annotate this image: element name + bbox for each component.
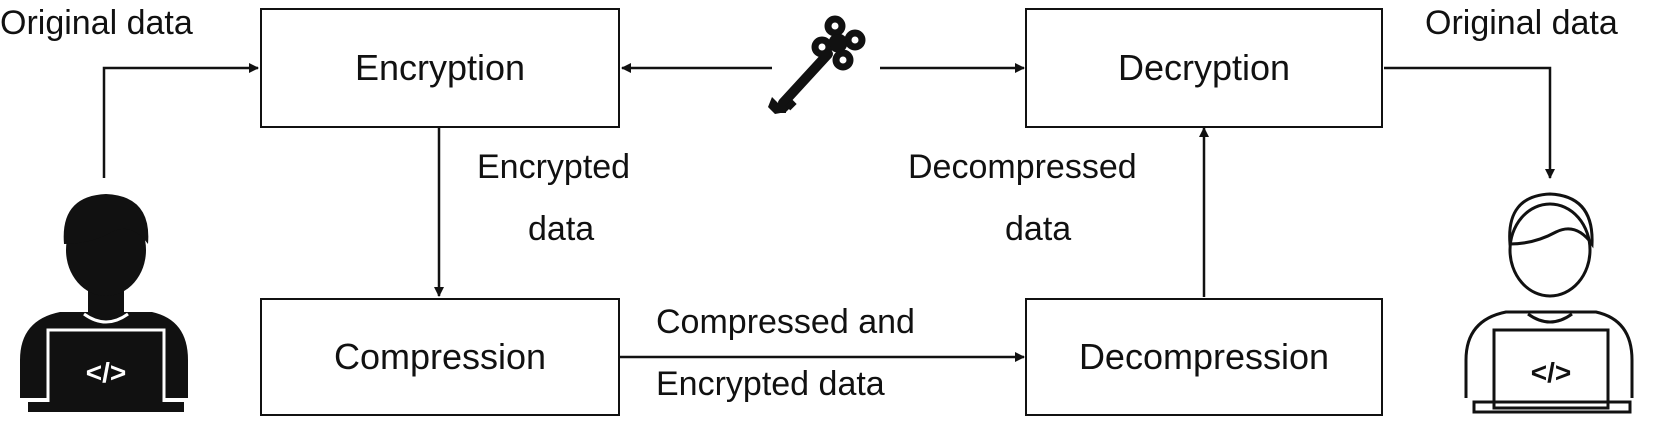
sender-screen-code: </> — [86, 357, 126, 388]
developer-sender-icon — [20, 194, 188, 412]
compression-label: Compression — [333, 336, 547, 377]
compressed-encrypted-label-line2: Encrypted data — [656, 365, 885, 403]
encrypted-data-label-line2: data — [528, 210, 595, 248]
compression-box: Compression — [260, 298, 620, 416]
encryption-box: Encryption — [260, 8, 620, 128]
encrypted-data-label-line1: Encrypted — [477, 148, 631, 186]
decryption-label: Decryption — [1117, 47, 1291, 88]
arrow-sender-to-encryption — [102, 63, 259, 178]
receiver-screen-code: </> — [1531, 357, 1571, 388]
decryption-box: Decryption — [1025, 8, 1383, 128]
key-icon — [768, 15, 866, 114]
arrow-decryption-to-receiver — [1384, 66, 1555, 179]
developer-receiver-icon — [1464, 192, 1634, 414]
decompressed-data-label-line1: Decompressed — [908, 148, 1137, 186]
decompression-box: Decompression — [1025, 298, 1383, 416]
right-original-data-label: Original data — [1425, 4, 1618, 42]
decompression-label: Decompression — [1078, 336, 1330, 377]
encryption-label: Encryption — [354, 47, 526, 88]
left-original-data-label: Original data — [0, 4, 193, 42]
decompressed-data-label-line2: data — [1005, 210, 1072, 248]
compressed-encrypted-label-line1: Compressed and — [656, 303, 915, 341]
